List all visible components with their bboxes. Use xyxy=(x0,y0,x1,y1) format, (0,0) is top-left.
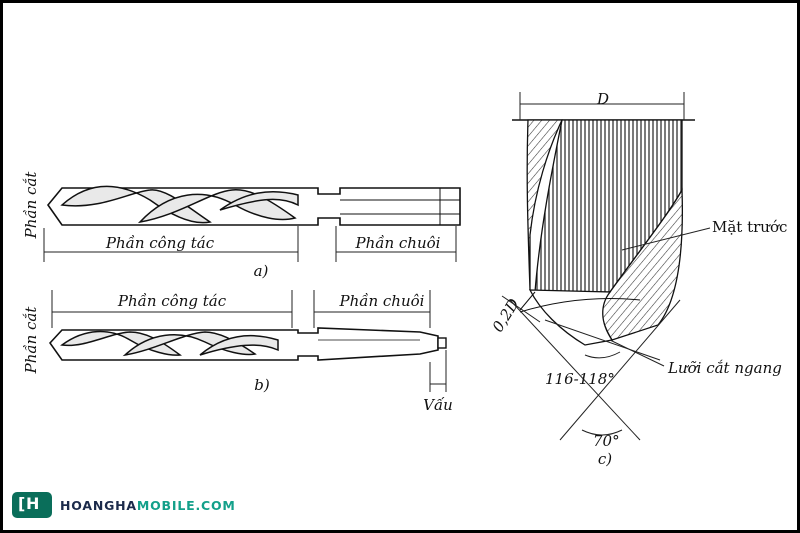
rake-face-leader xyxy=(621,227,711,251)
watermark-brand-primary: HOANGHA xyxy=(60,497,137,513)
c-chisel-edge-label: Lưỡi cắt ngang xyxy=(667,359,782,377)
point-angle-line-left xyxy=(509,299,641,441)
a-caption: a) xyxy=(254,262,269,280)
a-shank-label: Phần chuôi xyxy=(355,234,441,252)
c-point-angle-label: 116-118° xyxy=(545,370,615,388)
drill-tip-detail xyxy=(512,119,695,346)
drill-a xyxy=(46,185,461,226)
watermark-brand-accent: MOBILE.COM xyxy=(136,497,236,513)
angle-70-arc xyxy=(581,429,623,436)
margin-dim-line xyxy=(501,295,541,323)
c-angle-70-label: 70° xyxy=(593,432,620,450)
watermark-logo: [H HOANGHAMOBILE.COM xyxy=(12,492,236,518)
b-working-part-label: Phần công tác xyxy=(117,292,227,310)
watermark-text: HOANGHAMOBILE.COM xyxy=(60,498,236,513)
b-shank-label: Phần chuôi xyxy=(339,292,425,310)
c-caption: c) xyxy=(598,450,612,468)
hh-logo-icon: [H xyxy=(12,492,52,518)
b-tang-label: Vấu xyxy=(423,396,453,414)
c-diameter-label: D xyxy=(596,90,609,108)
a-cutting-part-label: Phần cắt xyxy=(22,171,40,240)
point-angle-arc xyxy=(584,351,621,359)
drill-b xyxy=(48,327,447,361)
c-margin-label: 0,2D xyxy=(489,295,523,335)
chisel-edge-leader xyxy=(609,339,665,367)
a-working-part-label: Phần công tác xyxy=(105,234,215,252)
b-cutting-part-label: Phần cắt xyxy=(22,306,40,375)
point-angle-line-right xyxy=(559,299,681,441)
b-caption: b) xyxy=(254,376,270,394)
c-rake-face-label: Mặt trước xyxy=(712,218,787,236)
chisel-edge-line xyxy=(544,319,661,361)
